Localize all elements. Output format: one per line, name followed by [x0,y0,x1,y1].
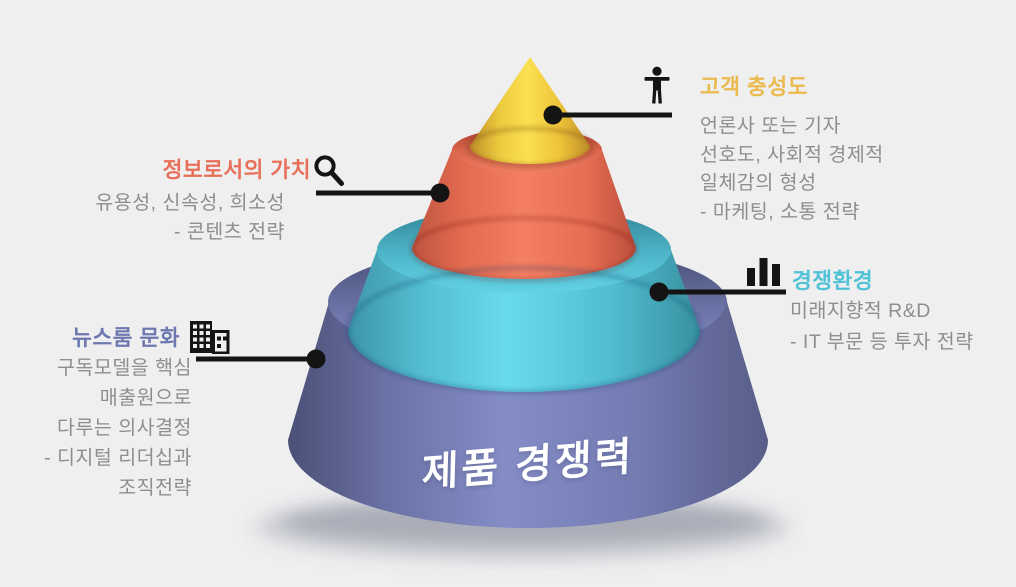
magnifier-icon [314,155,344,186]
callout-line: 선호도, 사회적 경제적 [700,143,884,166]
callout-line: 언론사 또는 기자 [700,115,841,137]
callout-line: 유용성, 신속성, 희소성 [95,192,285,214]
cone-layer-info-value [412,128,636,279]
joint-shadow-3 [345,265,703,395]
person-icon [644,66,670,104]
callout-line: 다루는 의사결정 [57,417,192,439]
callout-line: - IT 부문 등 투자 전략 [790,330,974,353]
callout-title-info-value: 정보로서의 가치 [162,158,311,182]
connector-dot [543,105,563,125]
callout-title-competition: 경쟁환경 [792,269,874,293]
cone-layer-loyalty [470,57,590,164]
callout-line: 미래지향적 R&D [790,300,931,322]
connector-dot [649,282,669,302]
callout-body-newsroom: 구독모델을 핵심 매출원으로 다루는 의사결정 - 디지털 리더십과 조직전략 [44,353,192,503]
connector-dot [306,349,326,369]
callout-body-info-value: 유용성, 신속성, 희소성 - 콘텐츠 전략 [95,189,285,247]
bar-chart-icon [747,258,780,286]
connector-info-value [316,183,450,203]
callout-line: - 디지털 리더십과 [44,447,192,469]
connector-newsroom [196,349,326,369]
connector-loyalty [543,105,672,125]
callout-body-competition: 미래지향적 R&D - IT 부문 등 투자 전략 [790,296,974,357]
callout-line: 매출원으로 [99,387,192,409]
connector-competition [649,282,786,302]
callout-title-newsroom: 뉴스룸 문화 [72,326,180,350]
callout-line: 일체감의 형성 [700,172,817,194]
connector-dot [430,183,450,203]
callout-body-loyalty: 언론사 또는 기자 선호도, 사회적 경제적 일체감의 형성 - 마케팅, 소통… [700,112,884,226]
callout-line: 구독모델을 핵심 [57,357,192,379]
callout-line: 조직전략 [118,477,192,499]
joint-shadow-2 [409,215,639,283]
callout-line: - 마케팅, 소통 전략 [700,200,860,223]
building-icon [190,321,230,354]
callout-line: - 콘텐츠 전략 [173,221,285,243]
joint-shadow-1 [466,126,594,168]
callout-title-loyalty: 고객 충성도 [700,75,808,99]
